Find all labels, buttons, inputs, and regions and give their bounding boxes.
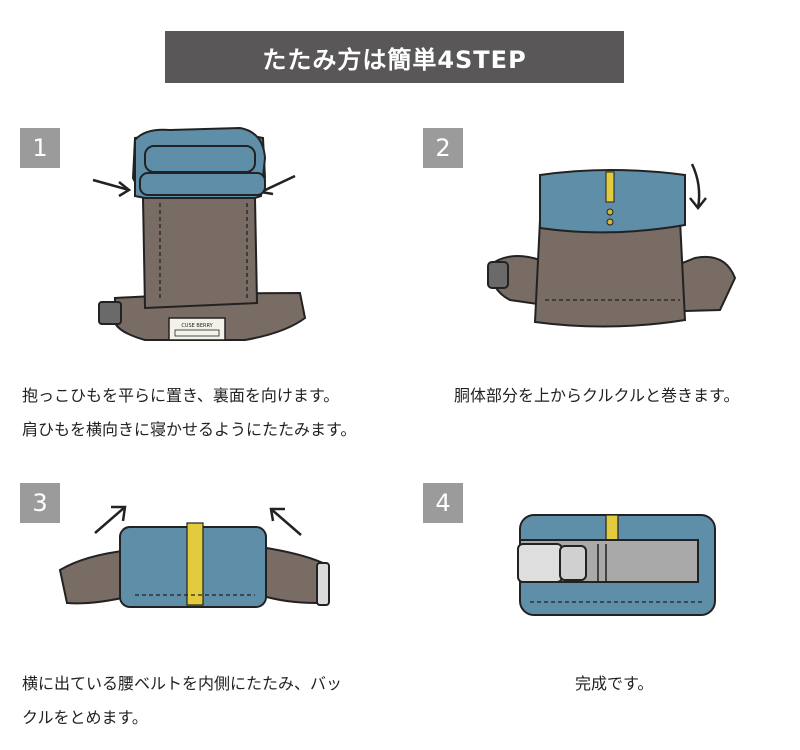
inward-arrow-left-icon bbox=[92, 178, 132, 198]
step-4-illustration bbox=[517, 514, 716, 616]
step-1-caption: 抱っこひもを平らに置き、裏面を向けます。 肩ひもを横向きに寝かせるようにたたみま… bbox=[22, 386, 357, 439]
step-2-illustration bbox=[487, 163, 737, 328]
brand-label: CUSE BERRY bbox=[181, 323, 213, 329]
fold-arrow-right-icon bbox=[269, 507, 302, 536]
fold-arrow-left-icon bbox=[94, 505, 127, 534]
buckle-icon bbox=[517, 543, 563, 583]
step-4-caption: 完成です。 bbox=[575, 674, 654, 693]
step-3-illustration bbox=[58, 505, 330, 608]
step-2-badge: 2 bbox=[423, 128, 463, 168]
step-4-badge: 4 bbox=[423, 483, 463, 523]
step-1-badge: 1 bbox=[20, 128, 60, 168]
step-1-illustration: CUSE BERRY bbox=[92, 126, 307, 341]
roll-down-arrow-icon bbox=[689, 163, 707, 211]
step-3-badge: 3 bbox=[20, 483, 60, 523]
step-2-caption: 胴体部分を上からクルクルと巻きます。 bbox=[454, 386, 740, 405]
step-3-caption: 横に出ている腰ベルトを内側にたたみ、バッ クルをとめます。 bbox=[22, 674, 343, 727]
inward-arrow-right-icon bbox=[259, 174, 296, 196]
page-title: たたみ方は簡単4STEP bbox=[165, 31, 624, 83]
